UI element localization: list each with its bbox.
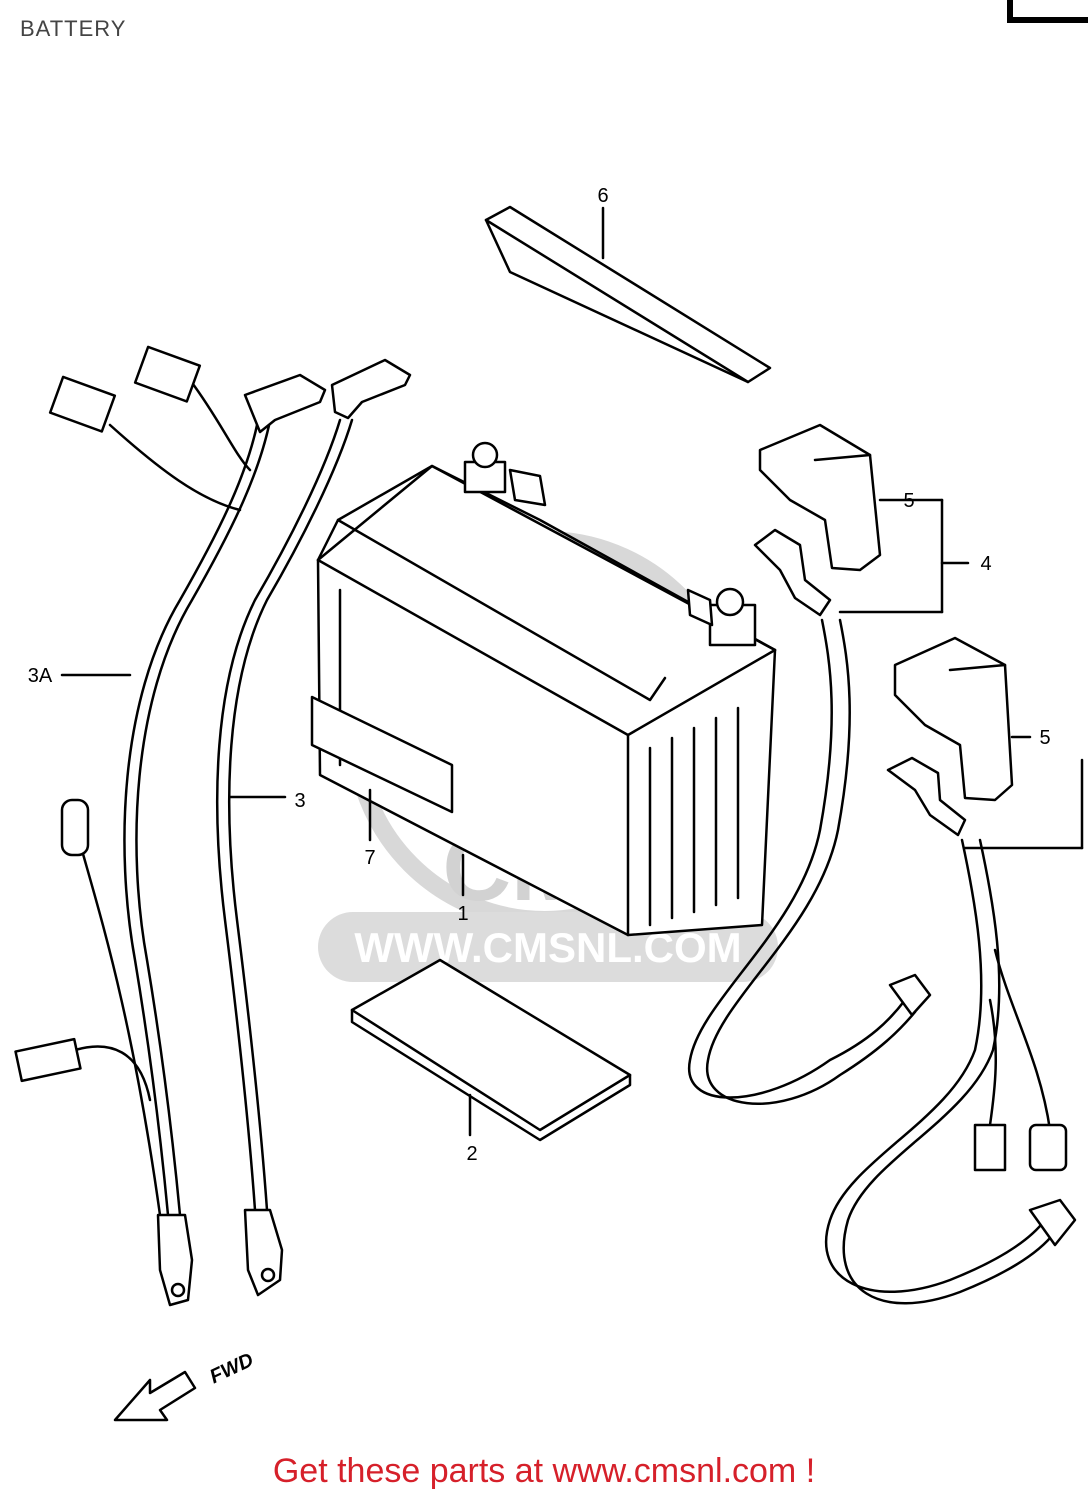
callout-7: 7 [364, 847, 375, 869]
page-title: BATTERY [20, 16, 127, 41]
battery-plate [350, 958, 632, 1142]
battery-ribs [648, 706, 740, 927]
parts-link[interactable]: Get these parts at www.cmsnl.com ! [272, 1452, 816, 1490]
callout-2: 2 [466, 1143, 477, 1165]
terminal-cover-lower [893, 636, 1084, 850]
terminal-cover-upper [758, 423, 970, 614]
callout-5-lower: 5 [1039, 727, 1050, 749]
callout-6: 6 [597, 185, 608, 207]
battery-pad-strip [484, 205, 772, 384]
callout-4: 4 [980, 553, 991, 575]
positive-cable-4 [687, 528, 932, 1105]
battery-label [310, 695, 454, 814]
battery-cable-3 [215, 358, 412, 1297]
forward-arrow-icon [113, 1370, 197, 1422]
callout-5-upper: 5 [903, 490, 914, 512]
battery-parts-diagram: CMS WWW.CMSNL.COM [14, 0, 1088, 1422]
positive-terminal [686, 587, 757, 647]
battery [310, 441, 777, 937]
callout-3a: 3A [28, 665, 53, 687]
wire-harness-3a [14, 345, 327, 1307]
fwd-label: FWD [206, 1349, 257, 1388]
callout-1: 1 [457, 903, 468, 925]
callout-3: 3 [294, 790, 305, 812]
negative-cable [824, 756, 1077, 1305]
negative-terminal [463, 441, 547, 507]
